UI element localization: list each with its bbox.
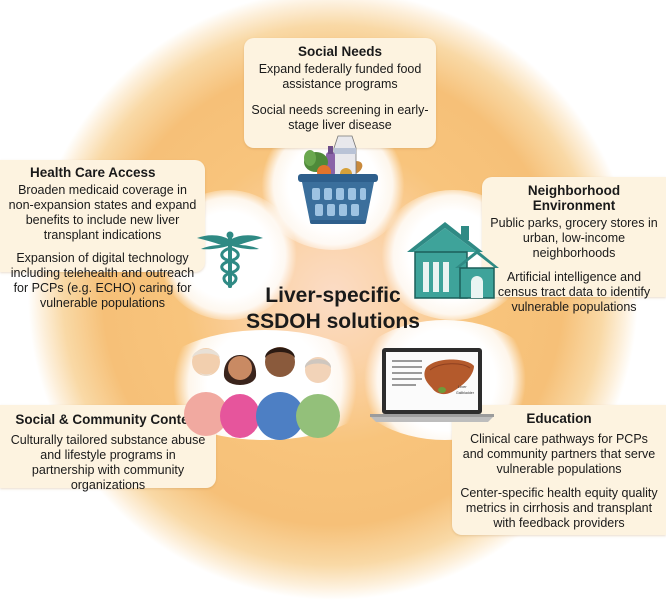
social-community-title: Social & Community Context xyxy=(15,412,201,427)
health-care-access-box: Health Care Access Broaden medicaid cove… xyxy=(0,160,205,310)
social-needs-item-1: Expand federally funded food assistance … xyxy=(258,62,422,91)
people-group-icon xyxy=(184,347,340,440)
social-community-item-1: Culturally tailored substance abuse and … xyxy=(10,433,206,492)
grocery-basket-icon xyxy=(298,135,378,224)
house-icon xyxy=(407,222,499,299)
liver-label: Liver xyxy=(458,384,467,389)
education-title: Education xyxy=(526,411,592,426)
laptop-liver-icon: Liver Gallbladder xyxy=(370,348,494,422)
education-box: Education Clinical care pathways for PCP… xyxy=(452,405,666,535)
neighborhood-environment-box: Neighborhood Environment Public parks, g… xyxy=(482,177,666,314)
social-community-box: Social & Community Context Culturally ta… xyxy=(0,405,216,492)
neighborhood-environment-item-1: Public parks, grocery stores in urban, l… xyxy=(490,216,658,260)
center-title-line1: Liver-specific xyxy=(265,284,401,307)
center-title: Liver-specific SSDOH solutions xyxy=(205,283,461,335)
neighborhood-environment-item-2: Artificial intelligence and census tract… xyxy=(497,270,651,314)
social-needs-box: Social Needs Expand federally funded foo… xyxy=(244,38,436,148)
caduceus-icon xyxy=(197,231,263,288)
center-title-line2: SSDOH solutions xyxy=(246,310,420,333)
education-item-1: Clinical care pathways for PCPs and comm… xyxy=(462,432,656,476)
social-needs-item-2: Social needs screening in early-stage li… xyxy=(251,103,429,132)
social-needs-title: Social Needs xyxy=(297,44,383,59)
neighborhood-environment-title: Neighborhood Environment xyxy=(527,183,621,213)
health-care-access-item-2: Expansion of digital technology includin… xyxy=(10,251,195,310)
health-care-access-title: Health Care Access xyxy=(30,165,156,180)
education-item-2: Center-specific health equity quality me… xyxy=(460,486,658,530)
health-care-access-item-1: Broaden medicaid coverage in non-expansi… xyxy=(8,183,197,242)
gallbladder-label: Gallbladder xyxy=(456,391,475,395)
